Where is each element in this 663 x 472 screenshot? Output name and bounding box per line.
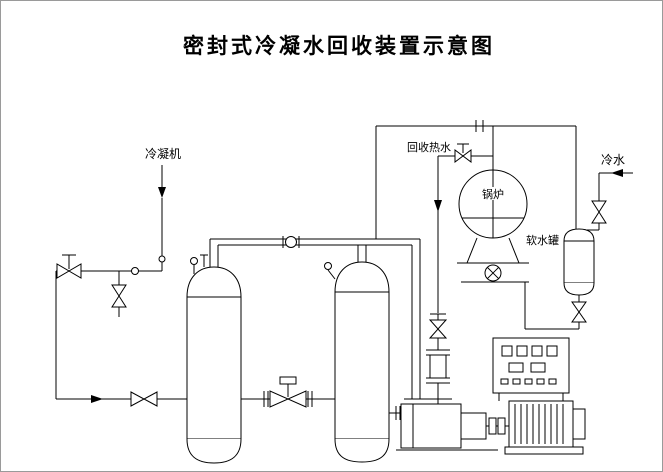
valve-wedge bbox=[286, 390, 307, 408]
valve-wedge bbox=[111, 284, 127, 297]
valve-actuator bbox=[279, 376, 297, 385]
shaft-coupling bbox=[488, 417, 497, 435]
boiler-stand bbox=[457, 237, 529, 264]
tank-top-fitting-icon bbox=[190, 257, 198, 265]
control-button bbox=[500, 378, 509, 385]
inline-valve-icon bbox=[591, 200, 607, 224]
left-flow-arrow-icon bbox=[611, 169, 623, 177]
bearing-housing bbox=[460, 412, 487, 440]
soft-water-tank: 软水罐 bbox=[524, 228, 595, 330]
motor-base bbox=[504, 446, 584, 455]
valve-wedge bbox=[68, 263, 82, 279]
valve-wedge bbox=[142, 391, 158, 407]
feed-pump-icon bbox=[484, 264, 502, 282]
tank-dome-bottom bbox=[186, 438, 242, 464]
sight-glass-icon bbox=[282, 236, 300, 248]
tank-outlet-valve-icon bbox=[571, 301, 587, 323]
cold-water-line: 冷水 bbox=[586, 153, 633, 235]
pump-casing bbox=[400, 403, 462, 449]
pump-assembly bbox=[396, 398, 509, 451]
gate-valve-icon bbox=[130, 391, 158, 407]
control-button bbox=[524, 378, 533, 385]
valve-wedge bbox=[462, 149, 472, 163]
indicator-light bbox=[501, 345, 513, 357]
arrow-head bbox=[158, 187, 166, 198]
diagram-title: 密封式冷凝水回收装置示意图 bbox=[183, 34, 495, 58]
tank-dome-bottom bbox=[563, 282, 595, 296]
flanged-valve-icon bbox=[269, 376, 307, 408]
label-backplate bbox=[478, 187, 508, 200]
valve-wedge bbox=[571, 311, 587, 323]
stand-leg bbox=[466, 237, 478, 264]
tank-dome-bottom bbox=[334, 438, 390, 463]
valve-wedge bbox=[111, 295, 127, 308]
valve-wedge bbox=[591, 211, 607, 224]
fitting-stub bbox=[327, 269, 336, 280]
hot-water-return-line: 回收热水 bbox=[407, 140, 493, 313]
tank-dome-top bbox=[334, 261, 390, 293]
discharge-valve-stack bbox=[426, 313, 450, 404]
control-cabinet bbox=[492, 337, 570, 401]
sight-glass-body bbox=[285, 236, 297, 248]
inter-tank-header bbox=[241, 376, 335, 408]
soft-water-tank-label: 软水罐 bbox=[526, 233, 559, 247]
recovery-tank-1 bbox=[186, 254, 242, 464]
control-button bbox=[512, 378, 521, 385]
condenser-inlet-piping: 冷凝机 bbox=[55, 146, 187, 407]
indicator-light bbox=[516, 345, 528, 357]
indicator-light bbox=[546, 345, 558, 357]
boiler: 锅炉 bbox=[457, 169, 529, 283]
boiler-label: 锅炉 bbox=[482, 188, 504, 201]
valve-wedge bbox=[571, 301, 587, 313]
valve-wedge bbox=[269, 390, 290, 408]
motor-ribs bbox=[514, 404, 564, 444]
condenser-label: 冷凝机 bbox=[145, 146, 181, 161]
boiler-loop-piping bbox=[375, 120, 577, 239]
pipe-union-icon bbox=[158, 255, 166, 263]
valve-wedge bbox=[428, 328, 448, 339]
gate-valve-icon bbox=[56, 254, 82, 279]
shaft-coupling bbox=[497, 417, 506, 435]
recovered-hot-water-label: 回收热水 bbox=[407, 140, 451, 154]
valve-wedge bbox=[454, 149, 464, 163]
down-flow-arrow-icon bbox=[434, 200, 442, 212]
tank-dome-top bbox=[186, 266, 242, 298]
flow-arrow-icon bbox=[91, 395, 103, 403]
stop-valve-icon bbox=[428, 319, 448, 339]
meter-window bbox=[508, 362, 524, 373]
tank-dome-top bbox=[563, 228, 595, 242]
valve-wedge bbox=[130, 391, 146, 407]
meter-window bbox=[530, 362, 546, 373]
motor-end-cap bbox=[572, 408, 586, 440]
cold-water-label: 冷水 bbox=[601, 153, 625, 167]
valve-wedge bbox=[56, 263, 70, 279]
drain-valve-icon bbox=[111, 271, 127, 317]
recovery-tank-2 bbox=[324, 261, 390, 463]
top-transfer-pipe bbox=[209, 236, 421, 399]
valve-wedge bbox=[428, 319, 448, 330]
control-button bbox=[536, 378, 545, 385]
pump-cross bbox=[486, 266, 500, 280]
valve-wedge bbox=[591, 200, 607, 213]
motor bbox=[504, 400, 586, 455]
tank-top-fitting-icon bbox=[324, 262, 332, 270]
control-button bbox=[548, 378, 557, 385]
indicator-light bbox=[531, 345, 543, 357]
stand-leg bbox=[508, 237, 520, 264]
pipe-union-icon bbox=[131, 267, 139, 275]
down-flow-arrow-icon bbox=[158, 165, 166, 198]
gate-valve-icon bbox=[454, 143, 472, 163]
